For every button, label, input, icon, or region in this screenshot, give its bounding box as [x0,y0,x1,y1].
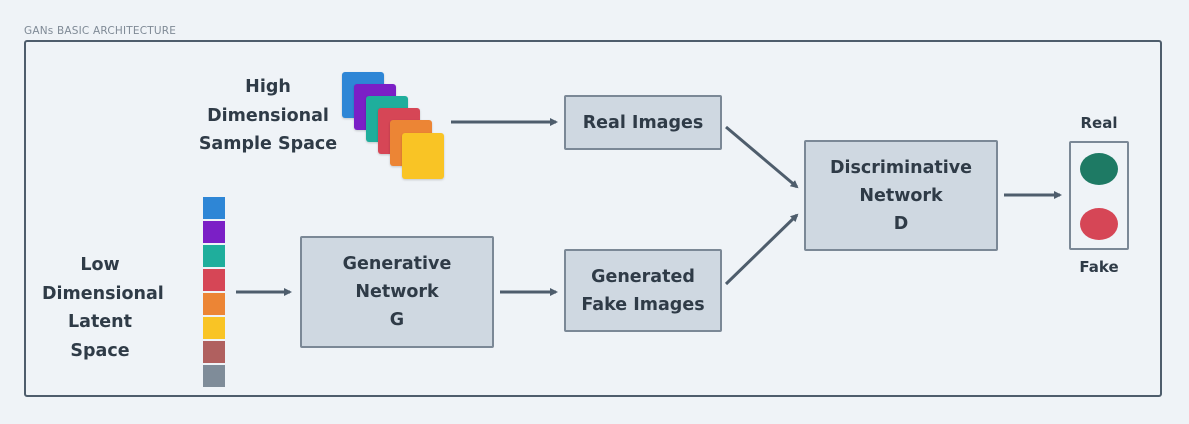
diagram-frame [24,40,1162,397]
latent-vector-cell [203,221,225,243]
latent-space-label: Low Dimensional Latent Space [42,251,164,365]
sample-image-card [402,133,444,179]
latent-vector-cell [203,245,225,267]
latent-vector-cell [203,365,225,387]
latent-space-label-line: Dimensional [42,283,164,304]
generator-label-line: Generative [342,254,452,274]
generator-label-line: Network [355,282,439,302]
diagram-caption: GANs BASIC ARCHITECTURE [24,25,177,37]
sample-space-label-line: Sample Space [198,134,338,154]
latent-vector-cell [203,197,225,219]
latent-vector-cell [203,293,225,315]
latent-space-label-line: Low [80,255,120,275]
sample-space-label-line: Dimensional [207,105,329,126]
generative-network-box: Generative Network G [300,236,494,348]
fake-indicator-dot [1080,208,1118,240]
generator-label-line: G [389,310,405,330]
fake-images-box: Generated Fake Images [564,249,722,332]
fake-images-label-line: Generated [591,266,695,287]
latent-vector-cell [203,341,225,363]
real-output-label: Real [1080,114,1118,132]
arrow-real-to-discriminator [725,125,799,189]
sample-space-label: High Dimensional Sample Space [195,73,341,159]
fake-output-label: Fake [1079,258,1119,276]
real-images-label: Real Images [582,112,704,133]
discriminator-label-line: D [893,213,909,234]
latent-space-label-line: Latent Space [67,312,133,361]
discriminator-label-line: Discriminative [829,157,973,178]
output-indicator [1069,141,1129,250]
arrow-fake-to-discriminator [724,213,799,286]
real-images-box: Real Images [564,95,722,150]
real-indicator-dot [1080,153,1118,185]
latent-vector-cell [203,269,225,291]
fake-images-label-line: Fake Images [581,294,705,315]
discriminative-network-box: Discriminative Network D [804,140,998,251]
discriminator-label-line: Network [859,185,943,206]
sample-space-label-line: High [245,77,291,97]
latent-vector-cell [203,317,225,339]
